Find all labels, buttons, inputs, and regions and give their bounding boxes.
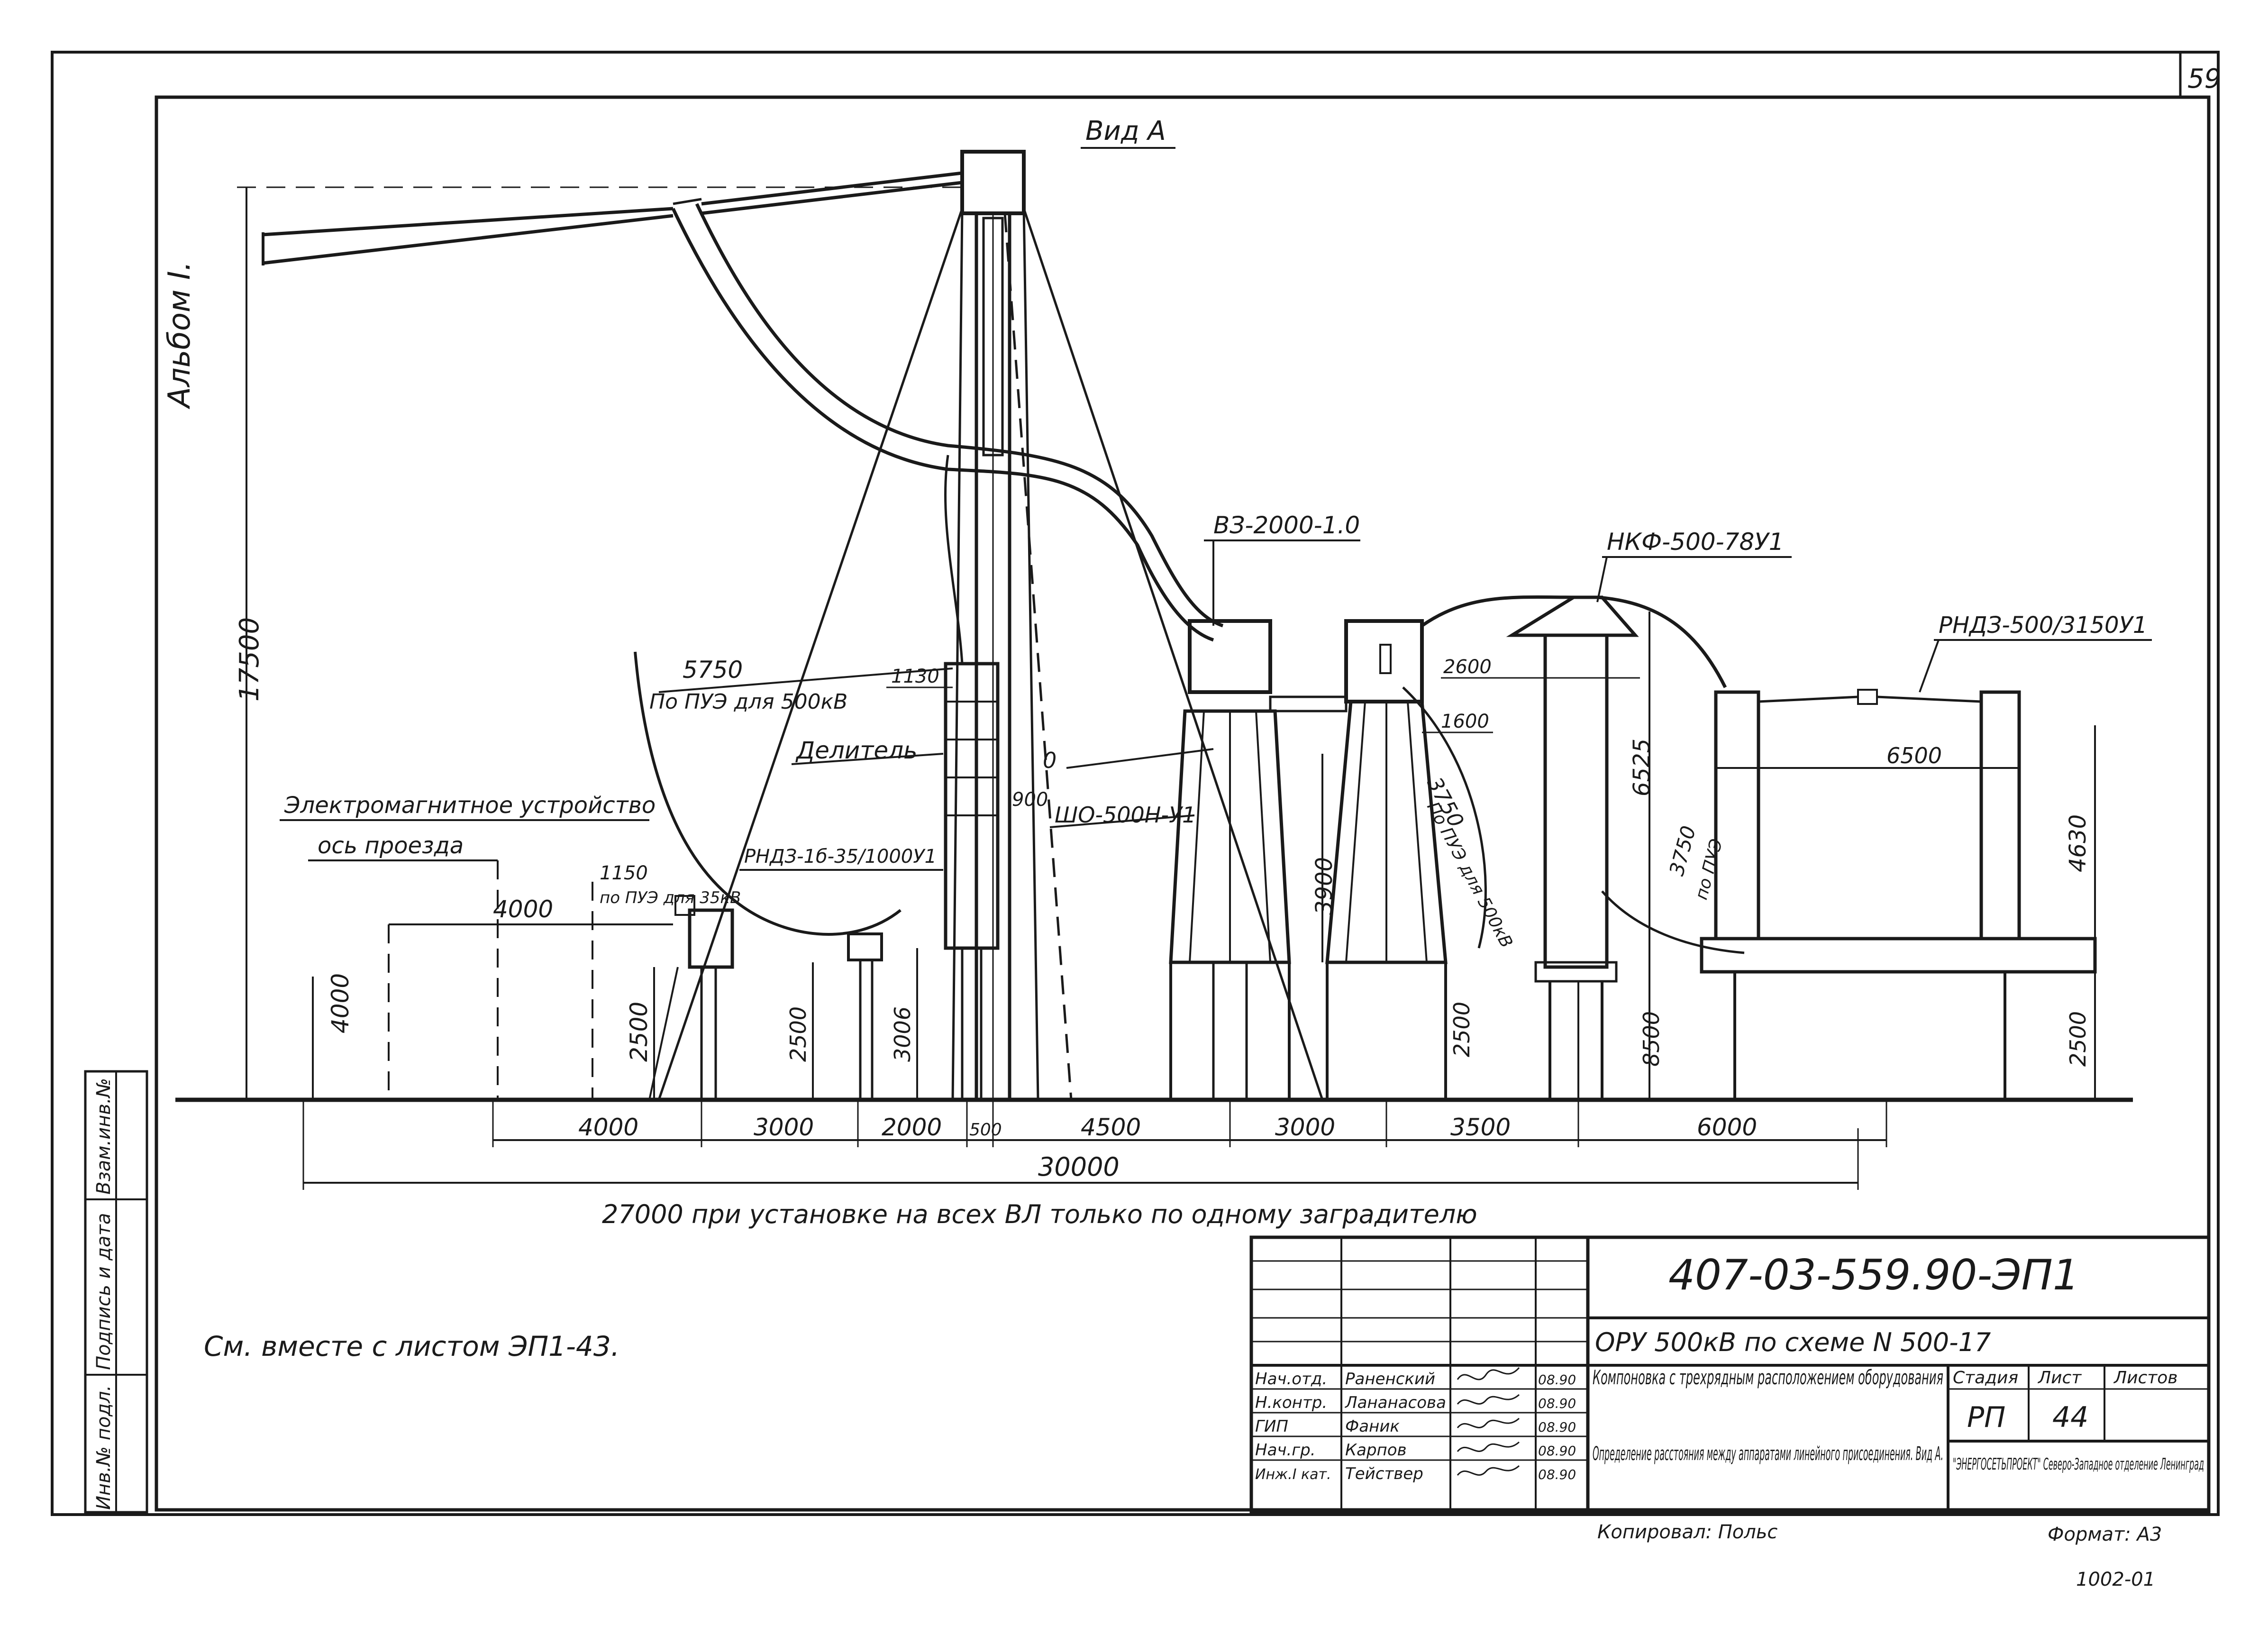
stage-value: РП bbox=[1967, 1401, 2005, 1434]
clearance-arc bbox=[634, 651, 902, 936]
zero-label: 0 bbox=[1043, 748, 1057, 773]
copied-by: Копировал: Польс bbox=[1597, 1521, 1777, 1543]
signature-2 bbox=[1457, 1394, 1520, 1405]
portal-tower bbox=[657, 150, 1324, 1102]
pue500-label: По ПУЭ для 500кВ bbox=[649, 690, 847, 714]
dim-4630: 4630 bbox=[2065, 814, 2091, 872]
em-device-label: Электромагнитное устройство bbox=[284, 792, 656, 819]
outer-frame bbox=[51, 51, 2220, 1516]
nkf-500-unit bbox=[1506, 595, 1639, 1100]
project-title: ОРУ 500кВ по схеме N 500-17 bbox=[1595, 1327, 1991, 1357]
doc-number: 407-03-559.90-ЭП1 bbox=[1668, 1251, 2079, 1299]
chain-3500: 3500 bbox=[1450, 1114, 1511, 1141]
divider-column bbox=[944, 662, 1000, 1100]
stage-header: Стадия bbox=[1953, 1368, 2018, 1388]
dim-2500-d: 2500 bbox=[2065, 1011, 2091, 1067]
dim-1150: 1150 bbox=[600, 862, 648, 884]
rndz-35-unit bbox=[847, 932, 883, 1100]
signature-4 bbox=[1457, 1441, 1520, 1452]
second-support bbox=[1325, 619, 1448, 1100]
chain-2000: 2000 bbox=[882, 1114, 942, 1141]
vz-label: ВЗ-2000-1.0 bbox=[1213, 512, 1360, 539]
rndz500-label: РНДЗ-500/3150У1 bbox=[1939, 612, 2147, 639]
signer-date-5: 08.90 bbox=[1538, 1467, 1576, 1482]
dim-6500: 6500 bbox=[1886, 743, 1942, 768]
bottom-code: 1002-01 bbox=[2076, 1569, 2155, 1590]
dim-2600: 2600 bbox=[1443, 656, 1492, 678]
corner-number: 59 bbox=[2187, 64, 2221, 94]
signature-3 bbox=[1457, 1417, 1520, 1429]
signer-role-2: Н.контр. bbox=[1255, 1393, 1327, 1412]
dim-900: 900 bbox=[1012, 789, 1048, 811]
dim-30000: 30000 bbox=[1038, 1152, 1120, 1182]
incoming-line bbox=[237, 171, 972, 265]
signer-date-1: 08.90 bbox=[1538, 1372, 1576, 1388]
signature-5 bbox=[1457, 1465, 1520, 1476]
signer-name-5: Тействер bbox=[1345, 1464, 1423, 1483]
view-title: Вид А bbox=[1085, 116, 1166, 146]
signer-name-3: Фаник bbox=[1345, 1417, 1400, 1436]
rndz18-label: РНДЗ-1б-35/1000У1 bbox=[744, 846, 937, 868]
signer-name-4: Карпов bbox=[1345, 1441, 1407, 1460]
organization: "ЭНЕРГОСЕТЬПРОЕКТ" Северо-Западное отдел… bbox=[1953, 1455, 2204, 1474]
shon-label: ШО-500Н-У1 bbox=[1055, 802, 1196, 828]
chain-4500: 4500 bbox=[1081, 1114, 1141, 1141]
bus-conductor bbox=[1421, 595, 1727, 688]
signer-role-4: Нач.гр. bbox=[1255, 1441, 1316, 1460]
sheets-header: Листов bbox=[2113, 1368, 2177, 1388]
dim-5750: 5750 bbox=[683, 656, 743, 684]
note-27000: 27000 при установке на всех ВЛ только по… bbox=[602, 1199, 1477, 1229]
sheet-no-value: 44 bbox=[2052, 1401, 2088, 1434]
road-axis-label: ось проезда bbox=[318, 832, 464, 859]
see-also-note: См. вместе с листом ЭП1-43. bbox=[204, 1330, 619, 1362]
dim-2500-a: 2500 bbox=[625, 1002, 653, 1062]
inner-frame bbox=[155, 95, 2211, 1512]
chain-4000: 4000 bbox=[578, 1114, 638, 1141]
album-label: Альбом I. bbox=[162, 261, 197, 410]
sheet-title-2: Определение расстояния между аппаратами … bbox=[1593, 1443, 1943, 1465]
signer-date-2: 08.90 bbox=[1538, 1396, 1576, 1411]
em-device-unit bbox=[648, 895, 734, 1100]
dim-3900: 3900 bbox=[1311, 857, 1338, 915]
sheet-title-1: Компоновка с трехрядным расположением об… bbox=[1593, 1366, 1943, 1389]
chain-3000b: 3000 bbox=[1275, 1114, 1335, 1141]
dim-6525: 6525 bbox=[1629, 739, 1655, 796]
dim-3006: 3006 bbox=[890, 1006, 915, 1062]
signer-date-4: 08.90 bbox=[1538, 1443, 1576, 1459]
dim-4000-top: 4000 bbox=[493, 895, 553, 923]
drop-conductor bbox=[671, 203, 1224, 664]
pue35-label: по ПУЭ для 35кВ bbox=[600, 888, 741, 907]
pue-small-label: по ПУЭ bbox=[1692, 837, 1727, 902]
signer-name-1: Раненский bbox=[1345, 1370, 1435, 1388]
chain-500: 500 bbox=[969, 1120, 1002, 1140]
chain-3000a: 3000 bbox=[754, 1114, 814, 1141]
dim-2500-b: 2500 bbox=[785, 1006, 811, 1062]
signer-date-3: 08.90 bbox=[1538, 1419, 1576, 1435]
signature-1 bbox=[1457, 1367, 1520, 1380]
signers: Нач.отд. Раненский 08.90 Н.контр. Ланана… bbox=[1255, 1367, 1576, 1483]
signer-role-3: ГИП bbox=[1255, 1417, 1288, 1436]
chain-6000: 6000 bbox=[1697, 1114, 1757, 1141]
title-block bbox=[1249, 1235, 2211, 1514]
dim-1600: 1600 bbox=[1441, 711, 1489, 732]
signer-role-5: Инж.I кат. bbox=[1255, 1466, 1331, 1483]
signer-name-2: Лананасова bbox=[1344, 1393, 1446, 1412]
dim-4000-vert: 4000 bbox=[327, 973, 354, 1033]
nkf-label: НКФ-500-78У1 bbox=[1607, 528, 1784, 556]
signer-role-1: Нач.отд. bbox=[1255, 1370, 1327, 1388]
dim-3750-b: 3750 bbox=[1665, 823, 1700, 878]
stamp-vzam: Взам.инв.№ bbox=[93, 1078, 115, 1195]
stamp-podpis: Подпись и дата bbox=[93, 1213, 115, 1370]
dim-1130: 1130 bbox=[891, 666, 939, 687]
stamp-inv-podl: Инв.№ подл. bbox=[93, 1385, 115, 1510]
sheet-header: Лист bbox=[2037, 1368, 2082, 1388]
vz-2000-unit bbox=[1169, 619, 1348, 1100]
dim-2500-c: 2500 bbox=[1449, 1002, 1475, 1057]
dim-17500: 17500 bbox=[234, 617, 265, 702]
dim-8500: 8500 bbox=[1639, 1011, 1664, 1067]
format-label: Формат: А3 bbox=[2048, 1524, 2162, 1545]
